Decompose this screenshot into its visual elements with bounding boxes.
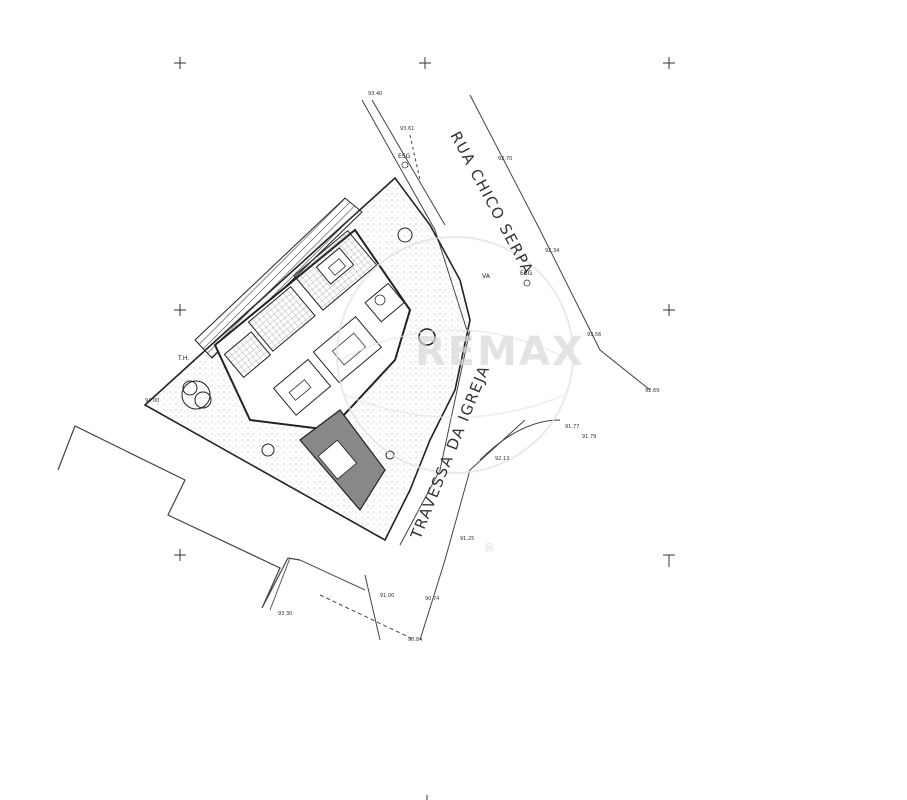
shrub-icon: [397, 227, 413, 243]
trees: [181, 227, 436, 460]
elevation-label: 90.84: [408, 637, 422, 643]
watermark: REMAX ®: [336, 236, 585, 555]
travessa-da-igreja-road: [319, 329, 561, 641]
elevation-label: 90.74: [425, 596, 439, 602]
elevation-label: 92.70: [498, 156, 512, 162]
registration-marks: [174, 57, 675, 800]
th-label: T.H.: [177, 355, 189, 362]
hatched-wall: [194, 197, 363, 359]
elevation-label: 92.69: [645, 388, 659, 394]
elevation-label: 91.00: [380, 593, 394, 599]
elevation-readings: 93.40 93.61 92.70 92.34 93.56 92.69 91.7…: [145, 91, 659, 643]
watermark-registered-mark: ®: [483, 541, 495, 555]
street-label-rua: RUA CHICO SERPA: [446, 128, 537, 278]
neighbour-building-outline: [57, 425, 301, 609]
elevation-label: 92.13: [495, 456, 509, 462]
esg-label-top: ESG: [398, 153, 411, 160]
shrub-icon: [261, 443, 275, 457]
tree-icon: [418, 328, 436, 346]
esg-label-right: ESG: [520, 270, 533, 277]
elevation-label: 91.25: [460, 536, 474, 542]
manholes: [401, 161, 531, 287]
elevation-label: 93.40: [368, 91, 382, 97]
elevation-label: 92.34: [545, 248, 559, 254]
furniture: [288, 258, 386, 401]
watermark-text: REMAX: [415, 329, 585, 375]
elevation-label: 93.56: [587, 332, 601, 338]
va-label: VA: [482, 273, 491, 280]
building-footprint: [213, 228, 412, 432]
elevation-label: 94.00: [145, 398, 159, 404]
elevation-label: 93.61: [400, 126, 414, 132]
elevation-label: 91.79: [582, 434, 596, 440]
elevation-label: 91.77: [565, 424, 579, 430]
large-tree-icon: [181, 380, 211, 410]
elevation-label: 93.30: [278, 611, 292, 617]
